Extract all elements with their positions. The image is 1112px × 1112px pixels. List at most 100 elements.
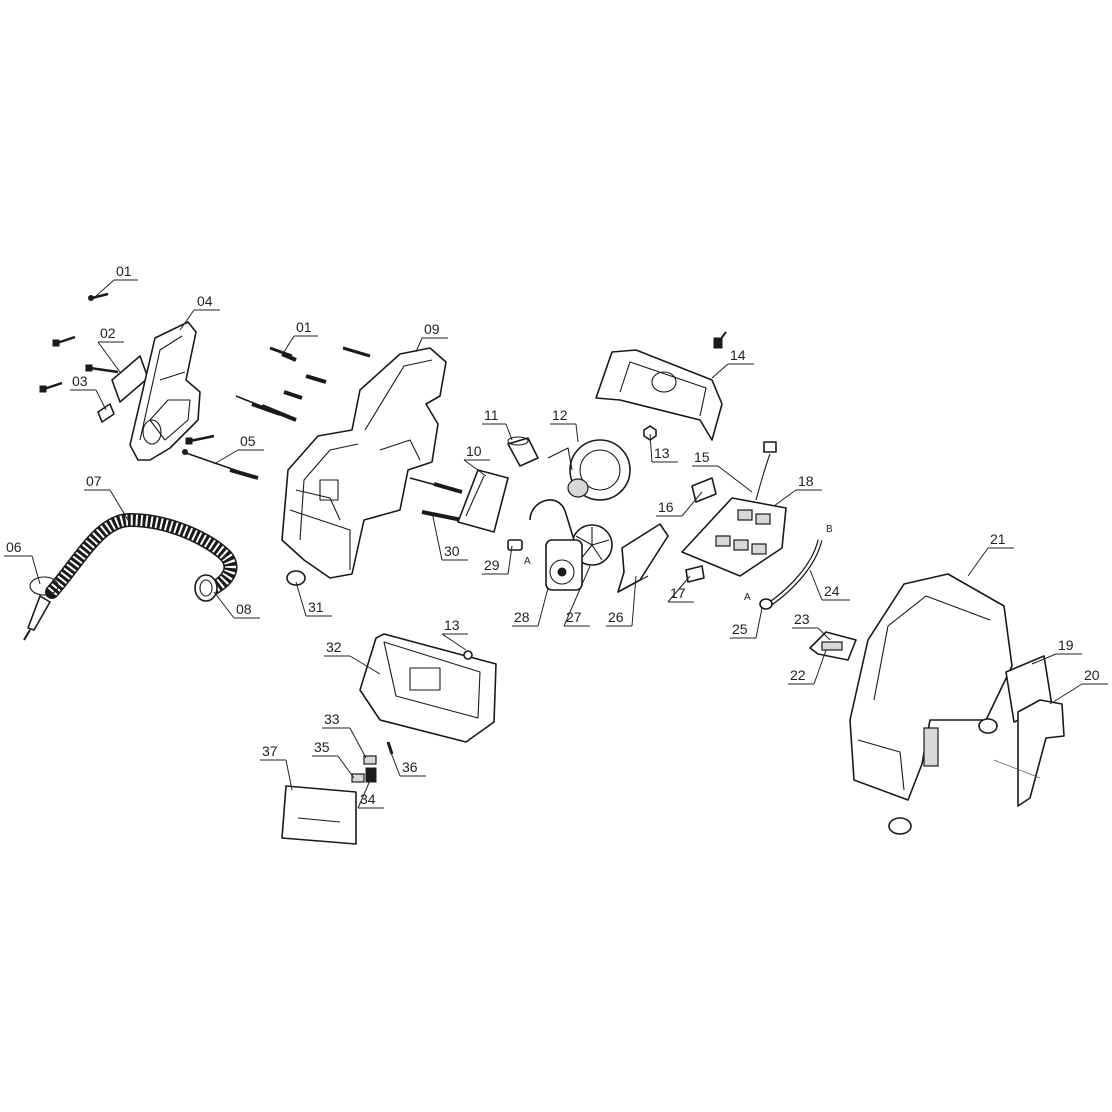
label-17 bbox=[685, 565, 705, 583]
leader-line bbox=[755, 607, 763, 639]
part-number-33: 33 bbox=[324, 711, 340, 727]
part-number-10: 10 bbox=[466, 443, 482, 459]
fitting-29 bbox=[507, 539, 523, 551]
foot-31 bbox=[286, 570, 306, 586]
nut-13 bbox=[643, 425, 657, 441]
callout-02: 02 bbox=[97, 325, 124, 373]
leader-line bbox=[681, 491, 703, 517]
callout-23: 23 bbox=[792, 611, 831, 641]
part-number-01: 01 bbox=[116, 263, 132, 279]
cover-37 bbox=[281, 785, 357, 845]
part-number-13: 13 bbox=[444, 617, 460, 633]
callout-30: 30 bbox=[431, 511, 468, 561]
part-number-15: 15 bbox=[694, 449, 710, 465]
housing-half-09 bbox=[281, 347, 447, 579]
callout-13: 13 bbox=[649, 433, 678, 463]
part-number-32: 32 bbox=[326, 639, 342, 655]
leader-line bbox=[717, 465, 753, 493]
leader-line bbox=[809, 569, 823, 601]
callout-10: 10 bbox=[463, 443, 490, 477]
part-number-21: 21 bbox=[990, 531, 1006, 547]
callout-01: 01 bbox=[283, 319, 318, 353]
part-number-27: 27 bbox=[566, 609, 582, 625]
connection-marker-a2: A bbox=[744, 592, 751, 603]
long-screw-05 bbox=[182, 449, 259, 480]
part-number-08: 08 bbox=[236, 601, 252, 617]
callout-25: 25 bbox=[730, 607, 763, 639]
leader-line bbox=[337, 755, 355, 779]
leader-line bbox=[283, 335, 295, 353]
leader-line bbox=[505, 423, 513, 441]
screws-housing bbox=[235, 346, 463, 522]
control-panel-18 bbox=[681, 497, 787, 577]
spring-35 bbox=[351, 773, 365, 783]
cable-15 bbox=[755, 441, 777, 501]
callout-05: 05 bbox=[213, 433, 264, 465]
label-sheet-03 bbox=[97, 403, 115, 423]
bracket-10 bbox=[457, 469, 509, 533]
part-number-28: 28 bbox=[514, 609, 530, 625]
leader-line bbox=[773, 489, 797, 507]
callout-08: 08 bbox=[213, 591, 260, 619]
part-number-35: 35 bbox=[314, 739, 330, 755]
leader-line bbox=[441, 633, 467, 651]
leader-line bbox=[967, 547, 989, 577]
callout-27: 27 bbox=[563, 565, 591, 627]
motor-12 bbox=[547, 439, 631, 501]
part-number-29: 29 bbox=[484, 557, 500, 573]
part-number-13: 13 bbox=[654, 445, 670, 461]
part-number-05: 05 bbox=[240, 433, 256, 449]
leader-line bbox=[415, 337, 423, 353]
leader-line bbox=[667, 575, 691, 603]
compressor-28 bbox=[529, 499, 583, 591]
valve-connector-06 bbox=[23, 576, 59, 641]
leader-line bbox=[507, 545, 513, 575]
screw-01-top bbox=[88, 292, 109, 301]
leader-line bbox=[97, 341, 121, 373]
callout-24: 24 bbox=[809, 569, 850, 601]
leader-line bbox=[389, 749, 401, 777]
leader-line bbox=[817, 627, 831, 641]
callout-20: 20 bbox=[1049, 667, 1108, 705]
part-number-16: 16 bbox=[658, 499, 674, 515]
screws-side-cover bbox=[39, 335, 215, 445]
leader-line bbox=[295, 581, 307, 617]
base-32 bbox=[359, 633, 497, 743]
connection-marker-a1: A bbox=[524, 556, 531, 567]
contact-22-23 bbox=[809, 631, 857, 661]
part-number-20: 20 bbox=[1084, 667, 1100, 683]
callout-31: 31 bbox=[295, 581, 332, 617]
tube-fitting-25 bbox=[759, 598, 773, 610]
callout-35: 35 bbox=[312, 739, 355, 779]
spring-33 bbox=[363, 755, 377, 765]
battery-latch-20 bbox=[993, 699, 1065, 807]
part-number-22: 22 bbox=[790, 667, 806, 683]
callout-03: 03 bbox=[70, 373, 107, 411]
callout-28: 28 bbox=[512, 587, 549, 627]
part-number-37: 37 bbox=[262, 743, 278, 759]
part-number-18: 18 bbox=[798, 473, 814, 489]
leader-line bbox=[1031, 653, 1057, 665]
hose-end-08 bbox=[194, 574, 218, 602]
part-number-02: 02 bbox=[100, 325, 116, 341]
leader-line bbox=[349, 727, 367, 759]
leader-line bbox=[711, 363, 729, 379]
callout-21: 21 bbox=[967, 531, 1014, 577]
pin-34 bbox=[365, 767, 377, 783]
callout-29: 29 bbox=[482, 545, 513, 575]
callout-04: 04 bbox=[179, 293, 220, 331]
part-number-31: 31 bbox=[308, 599, 324, 615]
leader-line bbox=[213, 591, 235, 619]
leader-line bbox=[285, 759, 293, 791]
part-number-11: 11 bbox=[484, 407, 499, 423]
spiral-hose-07 bbox=[45, 512, 238, 599]
leader-line bbox=[109, 489, 129, 521]
leader-line bbox=[95, 389, 107, 411]
callout-06: 06 bbox=[4, 539, 41, 585]
part-number-23: 23 bbox=[794, 611, 810, 627]
top-cover-14 bbox=[595, 331, 727, 441]
callout-16: 16 bbox=[656, 491, 703, 517]
leader-line bbox=[1049, 683, 1083, 705]
